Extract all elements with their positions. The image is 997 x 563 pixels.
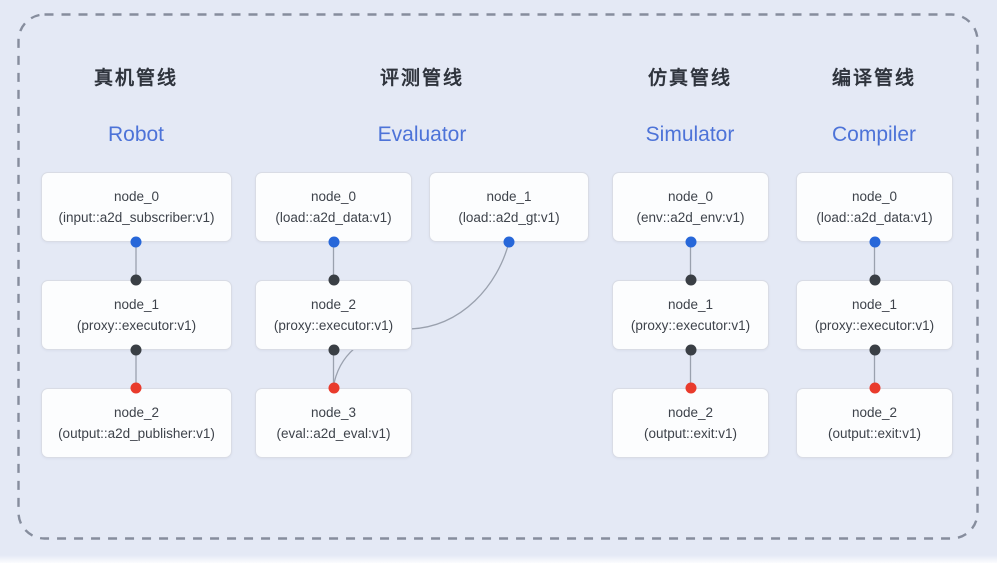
node-title: node_3 xyxy=(310,405,357,420)
node-card-robot-2: node_2 (output::a2d_publisher:v1) xyxy=(41,388,232,458)
node-card-compiler-2: node_2 (output::exit:v1) xyxy=(796,388,953,458)
output-port-dot xyxy=(685,236,696,248)
node-card-compiler-0: node_0 (load::a2d_data:v1) xyxy=(796,172,953,242)
input-port-dot xyxy=(869,382,880,394)
node-type: (proxy::executor:v1) xyxy=(814,318,935,333)
node-type: (proxy::executor:v1) xyxy=(76,318,197,333)
node-card-evaluator-0: node_0 (load::a2d_data:v1) xyxy=(255,172,412,242)
output-port-dot xyxy=(503,236,515,248)
output-port-dot xyxy=(869,236,880,248)
node-title: node_1 xyxy=(113,297,160,312)
input-port-dot xyxy=(130,382,142,394)
node-card-evaluator-1: node_1 (load::a2d_gt:v1) xyxy=(429,172,589,242)
input-port-dot xyxy=(685,382,696,394)
node-type: (proxy::executor:v1) xyxy=(273,318,394,333)
node-type: (proxy::executor:v1) xyxy=(630,318,751,333)
node-type: (output::exit:v1) xyxy=(827,426,922,441)
output-port-dot xyxy=(869,344,880,356)
output-port-dot xyxy=(328,236,339,248)
input-port-dot xyxy=(328,274,339,286)
output-port-dot xyxy=(328,344,339,356)
node-title: node_2 xyxy=(667,405,714,420)
node-type: (load::a2d_gt:v1) xyxy=(458,210,560,225)
pipeline-title-en-robot: Robot xyxy=(107,123,165,146)
node-type: (load::a2d_data:v1) xyxy=(816,210,933,225)
node-title: node_2 xyxy=(113,405,160,420)
node-card-evaluator-2: node_2 (proxy::executor:v1) xyxy=(255,280,412,350)
pipeline-title-zh-compiler: 编译管线 xyxy=(831,68,917,89)
node-title: node_0 xyxy=(667,189,714,204)
node-card-robot-0: node_0 (input::a2d_subscriber:v1) xyxy=(41,172,232,242)
node-card-evaluator-3: node_3 (eval::a2d_eval:v1) xyxy=(255,388,412,458)
output-port-dot xyxy=(685,344,696,356)
node-title: node_1 xyxy=(486,189,532,204)
pipeline-title-en-compiler: Compiler xyxy=(831,123,917,146)
node-card-simulator-2: node_2 (output::exit:v1) xyxy=(612,388,769,458)
node-type: (env::a2d_env:v1) xyxy=(636,210,745,225)
node-title: node_2 xyxy=(310,297,357,312)
output-port-dot xyxy=(130,236,142,248)
node-title: node_2 xyxy=(851,405,898,420)
node-type: (load::a2d_data:v1) xyxy=(275,210,392,225)
pipeline-title-zh-simulator: 仿真管线 xyxy=(647,68,733,89)
bottom-fade xyxy=(0,555,997,563)
node-type: (output::a2d_publisher:v1) xyxy=(58,426,215,441)
node-type: (input::a2d_subscriber:v1) xyxy=(58,210,215,225)
input-port-dot xyxy=(328,382,339,394)
node-title: node_0 xyxy=(113,189,160,204)
node-title: node_1 xyxy=(851,297,898,312)
node-card-simulator-1: node_1 (proxy::executor:v1) xyxy=(612,280,769,350)
node-title: node_0 xyxy=(851,189,898,204)
input-port-dot xyxy=(685,274,696,286)
input-port-dot xyxy=(869,274,880,286)
node-type: (eval::a2d_eval:v1) xyxy=(276,426,391,441)
node-card-robot-1: node_1 (proxy::executor:v1) xyxy=(41,280,232,350)
node-type: (output::exit:v1) xyxy=(643,426,738,441)
node-card-compiler-1: node_1 (proxy::executor:v1) xyxy=(796,280,953,350)
pipeline-title-zh-evaluator: 评测管线 xyxy=(379,68,465,89)
node-title: node_1 xyxy=(667,297,714,312)
output-port-dot xyxy=(130,344,142,356)
input-port-dot xyxy=(130,274,142,286)
node-card-simulator-0: node_0 (env::a2d_env:v1) xyxy=(612,172,769,242)
node-title: node_0 xyxy=(310,189,357,204)
pipeline-title-en-simulator: Simulator xyxy=(645,123,735,146)
pipeline-title-zh-robot: 真机管线 xyxy=(93,68,179,89)
pipeline-title-en-evaluator: Evaluator xyxy=(377,123,467,146)
dashed-frame xyxy=(17,13,979,540)
